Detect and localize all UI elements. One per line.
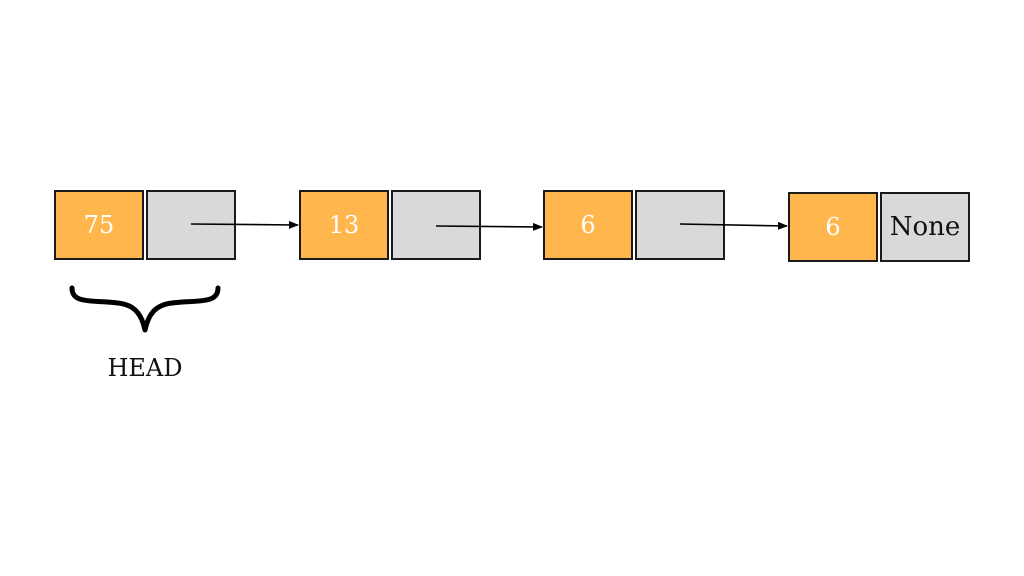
head-label: HEAD (107, 354, 183, 382)
list-node: 6 None (788, 192, 970, 262)
node-pointer-cell: None (880, 192, 970, 262)
list-node: 13 (299, 190, 481, 260)
list-node: 75 (54, 190, 236, 260)
node-data-cell: 6 (788, 192, 878, 262)
node-data-cell: 6 (543, 190, 633, 260)
list-node: 6 (543, 190, 725, 260)
head-brace (69, 285, 221, 333)
node-data-cell: 75 (54, 190, 144, 260)
node-pointer-cell (146, 190, 236, 260)
node-pointer-cell (391, 190, 481, 260)
node-data-cell: 13 (299, 190, 389, 260)
node-pointer-cell (635, 190, 725, 260)
